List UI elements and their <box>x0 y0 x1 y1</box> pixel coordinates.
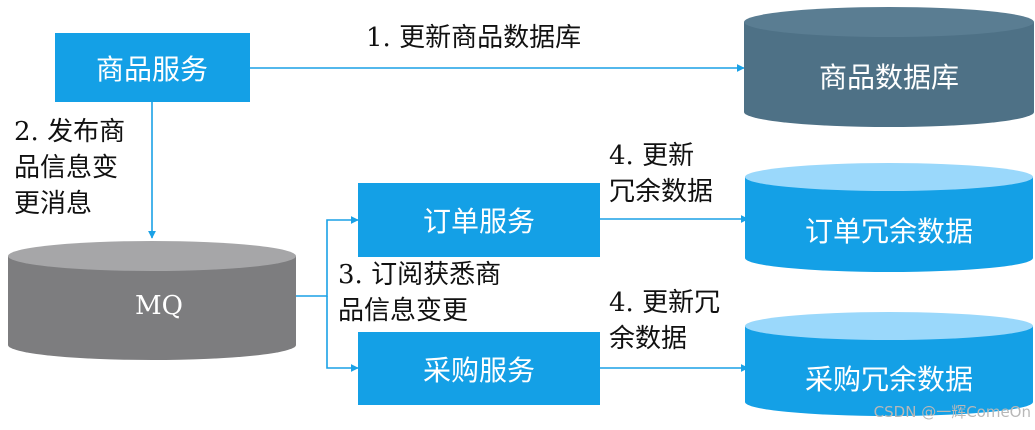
step4-purchase-line: 4. 更新冗 <box>609 288 721 318</box>
step2-line: 2. 发布商 <box>14 117 126 147</box>
purchase-service-label: 采购服务 <box>423 354 535 387</box>
step2-line: 更消息 <box>14 189 93 219</box>
arrow-mq-to-order-service <box>296 216 359 297</box>
product-service-label: 商品服务 <box>96 53 208 86</box>
step3-line: 品信息变更 <box>338 296 469 326</box>
order-redundant-db-label: 订单冗余数据 <box>805 215 973 248</box>
product-db-label: 商品数据库 <box>819 61 959 94</box>
order-service-box: 订单服务 <box>358 183 600 257</box>
step1-label: 1. 更新商品数据库 <box>366 23 582 53</box>
purchase-redundant-db-label: 采购冗余数据 <box>805 363 973 396</box>
product-service-box: 商品服务 <box>55 33 250 102</box>
order-service-label: 订单服务 <box>423 205 535 238</box>
product-db-cylinder: 商品数据库 <box>744 7 1034 127</box>
step4-order-line: 冗余数据 <box>609 177 714 207</box>
purchase-service-box: 采购服务 <box>358 332 600 405</box>
mq-cylinder: MQ <box>8 241 296 360</box>
mq-label: MQ <box>135 291 183 321</box>
purchase-redundant-db-cylinder: 采购冗余数据 <box>745 312 1033 416</box>
step2-line: 品信息变 <box>14 153 119 183</box>
step3-line: 3. 订阅获悉商 <box>338 260 502 290</box>
step4-order-line: 4. 更新 <box>609 141 695 171</box>
arrow-mq-to-purchase-service <box>326 296 359 372</box>
watermark: CSDN @一辉ComeOn <box>873 403 1031 421</box>
order-redundant-db-cylinder: 订单冗余数据 <box>745 163 1033 272</box>
step4-purchase-line: 余数据 <box>609 324 688 354</box>
